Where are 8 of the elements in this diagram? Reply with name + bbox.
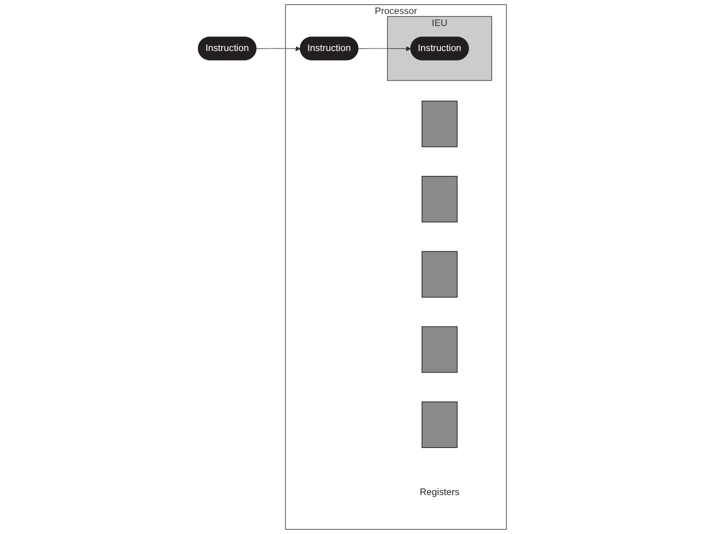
arrow xyxy=(256,46,301,52)
node-text: Registers xyxy=(420,488,460,498)
node-bar xyxy=(422,251,458,298)
node-bar xyxy=(422,176,458,222)
arrow xyxy=(358,46,412,52)
node-bar xyxy=(422,402,458,448)
node-bar xyxy=(422,326,458,373)
node-bar xyxy=(422,100,458,148)
